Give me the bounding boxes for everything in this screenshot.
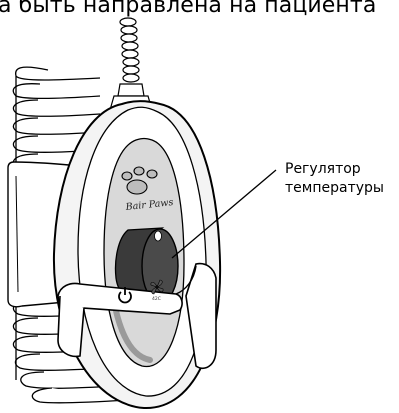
- temperature-regulator-callout: Регулятор температуры: [285, 160, 384, 198]
- knob-indicator-dot: [155, 231, 162, 241]
- callout-line-2: температуры: [285, 179, 384, 198]
- fan-small-label: 42C: [152, 296, 161, 302]
- callout-line-1: Регулятор: [285, 160, 384, 179]
- cord-coiled: [110, 18, 152, 110]
